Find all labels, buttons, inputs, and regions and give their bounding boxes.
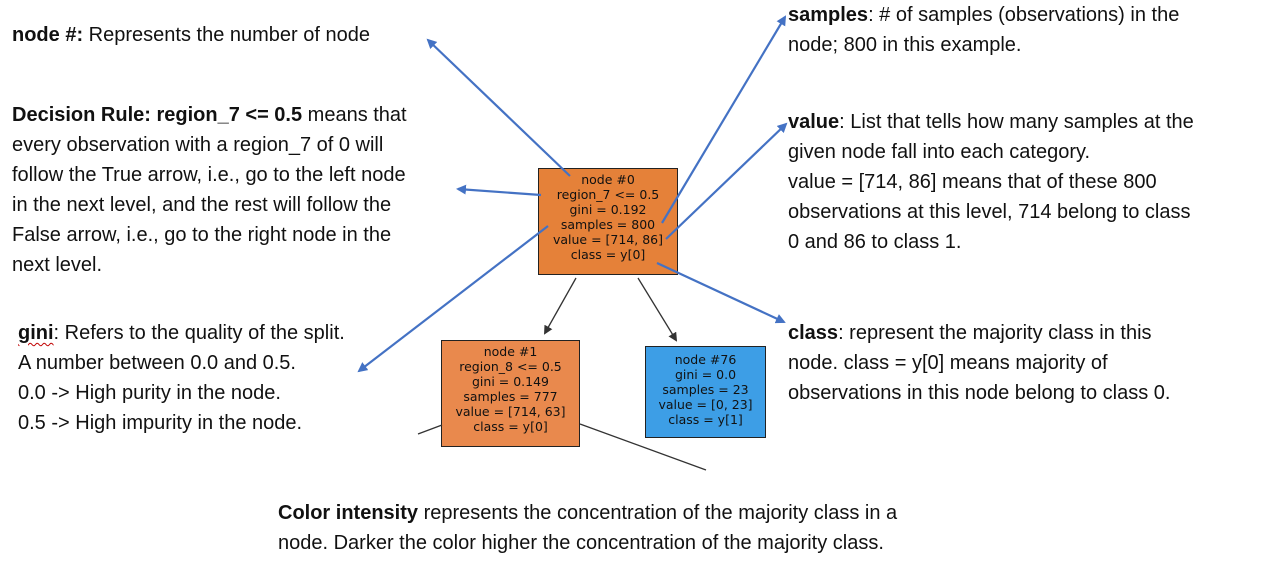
- color-line: represents the concentration of the majo…: [418, 502, 898, 524]
- node-line: gini = 0.192: [569, 202, 647, 217]
- value-line: value = [714, 86] means that of these 80…: [788, 171, 1157, 193]
- term-gini: gini: [18, 322, 54, 344]
- arrow-node-number: [426, 38, 571, 177]
- decision-line: means that: [302, 104, 407, 126]
- annotation-decision-rule: Decision Rule: region_7 <= 0.5 means tha…: [12, 100, 407, 280]
- tree-node-left: node #1 region_8 <= 0.5 gini = 0.149 sam…: [441, 340, 580, 447]
- gini-line: A number between 0.0 and 0.5.: [18, 352, 296, 374]
- arrow-value: [665, 122, 788, 240]
- term-class: class: [788, 322, 839, 344]
- class-line: node. class = y[0] means majority of: [788, 352, 1108, 374]
- arrow-decision-rule: [456, 184, 542, 197]
- arrow-gini: [357, 225, 549, 373]
- class-line: : represent the majority class in this: [838, 322, 1152, 344]
- node-line: value = [714, 86]: [552, 232, 664, 247]
- value-line: given node fall into each category.: [788, 141, 1091, 163]
- decision-line: follow the True arrow, i.e., go to the l…: [12, 164, 406, 186]
- node-line: class = y[1]: [668, 412, 743, 427]
- term-node-number: node #:: [12, 24, 84, 46]
- annotation-color-intensity: Color intensity represents the concentra…: [278, 498, 897, 558]
- decision-line: next level.: [12, 254, 103, 276]
- decision-line: every observation with a region_7 of 0 w…: [12, 134, 384, 156]
- annotation-value: value: List that tells how many samples …: [788, 107, 1194, 257]
- tree-node-right: node #76 gini = 0.0 samples = 23 value =…: [645, 346, 766, 438]
- node-line: node #1: [483, 344, 538, 359]
- term-decision-rule: Decision Rule: region_7 <= 0.5: [12, 104, 303, 126]
- annotation-gini: gini: Refers to the quality of the split…: [18, 318, 345, 438]
- node-line: node #76: [674, 352, 737, 367]
- node-line: region_8 <= 0.5: [459, 359, 562, 374]
- tree-edge-stub-right: [579, 423, 707, 471]
- node-line: node #0: [581, 172, 635, 187]
- arrow-samples: [661, 15, 787, 224]
- tree-edge-right: [637, 277, 678, 342]
- node-line: class = y[0]: [473, 419, 548, 434]
- node-line: gini = 0.0: [674, 367, 737, 382]
- class-line: observations in this node belong to clas…: [788, 382, 1171, 404]
- tree-edge-stub-left: [417, 424, 443, 435]
- node-line: class = y[0]: [570, 247, 646, 262]
- term-samples: samples: [788, 4, 869, 26]
- tree-edge-left: [544, 277, 577, 335]
- gini-line: 0.5 -> High impurity in the node.: [18, 412, 303, 434]
- node-line: value = [0, 23]: [658, 397, 753, 412]
- decision-line: in the next level, and the rest will fol…: [12, 194, 392, 216]
- node-line: samples = 800: [560, 217, 656, 232]
- node-line: region_7 <= 0.5: [556, 187, 660, 202]
- term-color-intensity: Color intensity: [278, 502, 419, 524]
- annotation-samples: samples: # of samples (observations) in …: [788, 0, 1179, 60]
- value-line: 0 and 86 to class 1.: [788, 231, 962, 253]
- value-line: : List that tells how many samples at th…: [839, 111, 1194, 133]
- value-line: observations at this level, 714 belong t…: [788, 201, 1191, 223]
- samples-line: : # of samples (observations) in the: [868, 4, 1180, 26]
- node-line: samples = 23: [662, 382, 749, 397]
- node-number-text: Represents the number of node: [83, 24, 370, 46]
- term-value: value: [788, 111, 840, 133]
- gini-line: : Refers to the quality of the split.: [53, 322, 345, 344]
- node-line: gini = 0.149: [471, 374, 549, 389]
- annotation-class: class: represent the majority class in t…: [788, 318, 1170, 408]
- tree-node-root: node #0 region_7 <= 0.5 gini = 0.192 sam…: [538, 168, 678, 275]
- color-line: node. Darker the color higher the concen…: [278, 532, 884, 554]
- node-line: samples = 777: [463, 389, 558, 404]
- samples-line: node; 800 in this example.: [788, 34, 1022, 56]
- arrow-class: [656, 262, 786, 324]
- decision-line: False arrow, i.e., go to the right node …: [12, 224, 392, 246]
- gini-line: 0.0 -> High purity in the node.: [18, 382, 281, 404]
- annotation-node-number: node #: Represents the number of node: [12, 20, 370, 50]
- node-line: value = [714, 63]: [455, 404, 566, 419]
